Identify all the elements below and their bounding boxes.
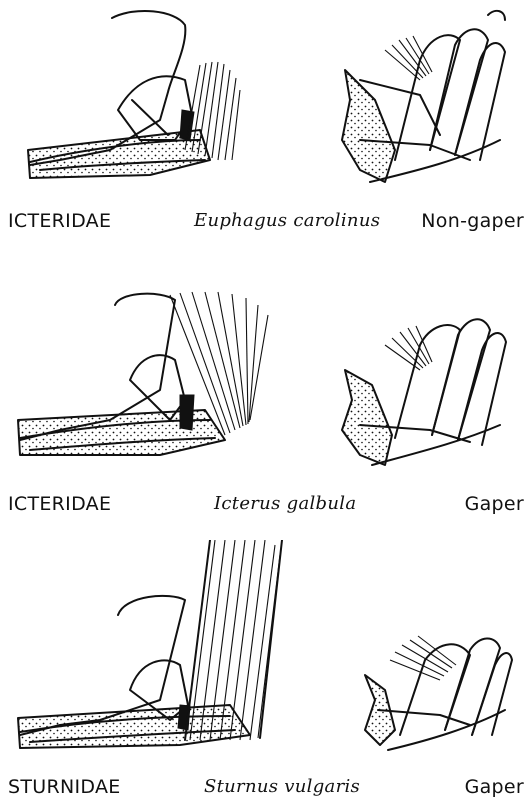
gape-classification: Non-gaper	[421, 210, 524, 232]
panel-caption: STURNIDAE Sturnus vulgaris Gaper	[0, 776, 530, 804]
jaw-lateral-view	[18, 540, 282, 748]
species-name: Sturnus vulgaris	[204, 776, 360, 797]
species-name: Euphagus carolinus	[194, 210, 380, 231]
species-name: Icterus galbula	[214, 493, 356, 514]
panel-icterus: ICTERIDAE Icterus galbula Gaper	[0, 270, 530, 530]
family-name: STURNIDAE	[8, 776, 121, 798]
gape-classification: Gaper	[465, 776, 524, 798]
family-name: ICTERIDAE	[8, 493, 111, 515]
jaw-lateral-view	[18, 292, 268, 455]
panel-euphagus: ICTERIDAE Euphagus carolinus Non-gaper	[0, 0, 530, 250]
family-name: ICTERIDAE	[8, 210, 111, 232]
jaw-medial-view	[342, 11, 505, 182]
jaw-medial-view	[342, 319, 506, 465]
jaw-illustration-pair	[0, 270, 530, 480]
gape-classification: Gaper	[465, 493, 524, 515]
jaw-illustration-pair	[0, 540, 530, 770]
panel-caption: ICTERIDAE Icterus galbula Gaper	[0, 493, 530, 521]
panel-caption: ICTERIDAE Euphagus carolinus Non-gaper	[0, 210, 530, 238]
jaw-lateral-view	[28, 11, 240, 178]
jaw-illustration-pair	[0, 0, 530, 200]
panel-sturnus: STURNIDAE Sturnus vulgaris Gaper	[0, 540, 530, 808]
jaw-medial-view	[365, 636, 512, 750]
